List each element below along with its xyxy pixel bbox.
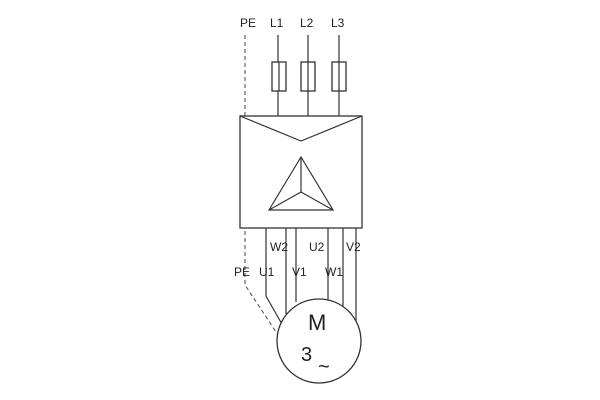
label-pe-motor: PE xyxy=(234,265,250,279)
starter-chevron xyxy=(239,115,363,142)
label-u2: U2 xyxy=(309,240,325,254)
label-v1: V1 xyxy=(292,265,307,279)
label-pe-supply: PE xyxy=(240,16,256,30)
label-l2: L2 xyxy=(300,16,314,30)
label-w2: W2 xyxy=(270,240,288,254)
label-l1: L1 xyxy=(270,16,284,30)
motor-circle xyxy=(276,298,362,384)
u1-wire xyxy=(265,228,284,327)
label-w1: W1 xyxy=(325,265,343,279)
delta-triangle-icon xyxy=(267,155,335,211)
motor-phases: 3 xyxy=(301,344,312,366)
label-v2: V2 xyxy=(346,240,361,254)
motor-symbol: M xyxy=(308,310,326,335)
ac-wave-icon: ~ xyxy=(318,356,330,378)
label-u1: U1 xyxy=(259,265,275,279)
label-l3: L3 xyxy=(331,16,345,30)
